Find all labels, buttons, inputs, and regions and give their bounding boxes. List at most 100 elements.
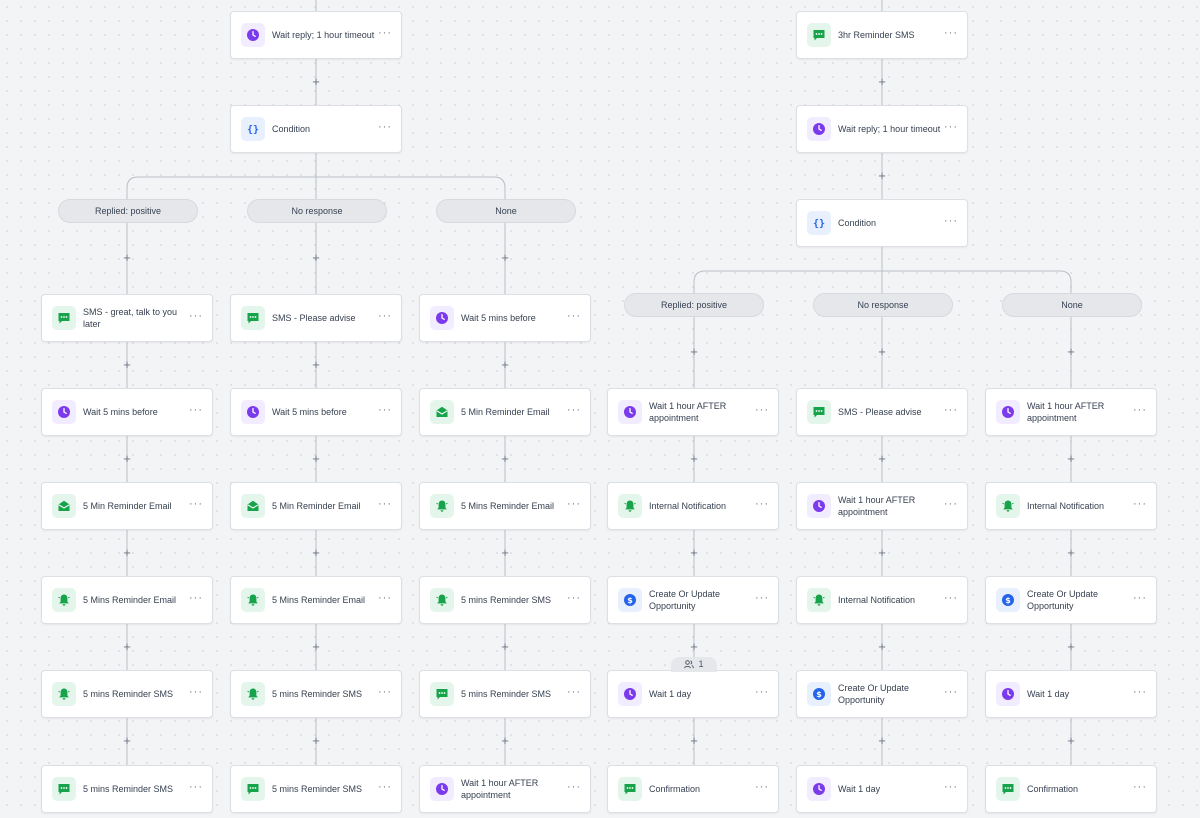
more-options-icon[interactable]: ··· (567, 310, 581, 322)
step-node[interactable]: Wait 1 day··· (796, 765, 968, 813)
more-options-icon[interactable]: ··· (1133, 781, 1147, 793)
step-node[interactable]: SMS - Please advise··· (796, 388, 968, 436)
add-step-button[interactable]: + (312, 74, 320, 89)
step-node[interactable]: Internal Notification··· (796, 576, 968, 624)
add-step-button[interactable]: + (123, 357, 131, 372)
more-options-icon[interactable]: ··· (567, 404, 581, 416)
add-step-button[interactable]: + (123, 451, 131, 466)
step-node[interactable]: 5 Mins Reminder Email··· (41, 576, 213, 624)
add-step-button[interactable]: + (123, 250, 131, 265)
more-options-icon[interactable]: ··· (944, 781, 958, 793)
more-options-icon[interactable]: ··· (567, 498, 581, 510)
more-options-icon[interactable]: ··· (944, 215, 958, 227)
more-options-icon[interactable]: ··· (189, 310, 203, 322)
step-node[interactable]: 5 mins Reminder SMS··· (419, 576, 591, 624)
step-node[interactable]: $Create Or Update Opportunity··· (796, 670, 968, 718)
branch-label-none[interactable]: None (1002, 293, 1142, 317)
more-options-icon[interactable]: ··· (944, 27, 958, 39)
step-node[interactable]: SMS - Please advise··· (230, 294, 402, 342)
more-options-icon[interactable]: ··· (189, 592, 203, 604)
more-options-icon[interactable]: ··· (755, 592, 769, 604)
more-options-icon[interactable]: ··· (567, 686, 581, 698)
add-step-button[interactable]: + (501, 357, 509, 372)
condition-node[interactable]: {} Condition ··· (230, 105, 402, 153)
more-options-icon[interactable]: ··· (567, 781, 581, 793)
add-step-button[interactable]: + (1067, 733, 1075, 748)
add-step-button[interactable]: + (1067, 451, 1075, 466)
more-options-icon[interactable]: ··· (378, 498, 392, 510)
add-step-button[interactable]: + (312, 250, 320, 265)
step-node[interactable]: Internal Notification··· (607, 482, 779, 530)
add-step-button[interactable]: + (312, 733, 320, 748)
add-step-button[interactable]: + (690, 451, 698, 466)
add-step-button[interactable]: + (312, 639, 320, 654)
more-options-icon[interactable]: ··· (378, 404, 392, 416)
more-options-icon[interactable]: ··· (378, 781, 392, 793)
more-options-icon[interactable]: ··· (378, 592, 392, 604)
more-options-icon[interactable]: ··· (944, 498, 958, 510)
step-node[interactable]: Confirmation··· (607, 765, 779, 813)
add-step-button[interactable]: + (312, 451, 320, 466)
step-node[interactable]: SMS - great, talk to you later··· (41, 294, 213, 342)
sms-node[interactable]: 3hr Reminder SMS ··· (796, 11, 968, 59)
more-options-icon[interactable]: ··· (755, 686, 769, 698)
step-node[interactable]: 5 Min Reminder Email··· (419, 388, 591, 436)
step-node[interactable]: Confirmation··· (985, 765, 1157, 813)
step-node[interactable]: 5 Min Reminder Email··· (230, 482, 402, 530)
add-step-button[interactable]: + (501, 639, 509, 654)
add-step-button[interactable]: + (878, 639, 886, 654)
add-step-button[interactable]: + (312, 357, 320, 372)
step-node[interactable]: $Create Or Update Opportunity··· (607, 576, 779, 624)
add-step-button[interactable]: + (123, 639, 131, 654)
add-step-button[interactable]: + (501, 451, 509, 466)
add-step-button[interactable]: + (690, 344, 698, 359)
branch-label-none[interactable]: None (436, 199, 576, 223)
add-step-button[interactable]: + (878, 74, 886, 89)
step-node[interactable]: 5 mins Reminder SMS··· (230, 670, 402, 718)
more-options-icon[interactable]: ··· (944, 686, 958, 698)
add-step-button[interactable]: + (1067, 639, 1075, 654)
step-node[interactable]: 5 Mins Reminder Email··· (230, 576, 402, 624)
add-step-button[interactable]: + (123, 545, 131, 560)
more-options-icon[interactable]: ··· (567, 592, 581, 604)
step-node[interactable]: Wait 1 hour AFTER appointment··· (796, 482, 968, 530)
more-options-icon[interactable]: ··· (189, 781, 203, 793)
more-options-icon[interactable]: ··· (189, 686, 203, 698)
add-step-button[interactable]: + (690, 733, 698, 748)
step-node[interactable]: 5 mins Reminder SMS··· (230, 765, 402, 813)
add-step-button[interactable]: + (878, 545, 886, 560)
add-step-button[interactable]: + (501, 733, 509, 748)
add-step-button[interactable]: + (878, 733, 886, 748)
step-node[interactable]: Internal Notification··· (985, 482, 1157, 530)
more-options-icon[interactable]: ··· (944, 404, 958, 416)
more-options-icon[interactable]: ··· (378, 686, 392, 698)
step-node[interactable]: 5 Mins Reminder Email··· (419, 482, 591, 530)
more-options-icon[interactable]: ··· (1133, 592, 1147, 604)
add-step-button[interactable]: + (1067, 545, 1075, 560)
step-node[interactable]: 5 Min Reminder Email··· (41, 482, 213, 530)
add-step-button[interactable]: + (1067, 344, 1075, 359)
more-options-icon[interactable]: ··· (378, 310, 392, 322)
step-node[interactable]: Wait 5 mins before··· (41, 388, 213, 436)
more-options-icon[interactable]: ··· (1133, 404, 1147, 416)
more-options-icon[interactable]: ··· (189, 498, 203, 510)
more-options-icon[interactable]: ··· (378, 27, 392, 39)
branch-label-no-response[interactable]: No response (813, 293, 953, 317)
more-options-icon[interactable]: ··· (378, 121, 392, 133)
step-node[interactable]: $Create Or Update Opportunity··· (985, 576, 1157, 624)
step-node[interactable]: 5 mins Reminder SMS··· (419, 670, 591, 718)
branch-label-no-response[interactable]: No response (247, 199, 387, 223)
wait-reply-node[interactable]: Wait reply; 1 hour timeout ··· (230, 11, 402, 59)
step-node[interactable]: Wait 1 hour AFTER appointment··· (985, 388, 1157, 436)
branch-label-replied-positive[interactable]: Replied: positive (624, 293, 764, 317)
step-node[interactable]: 5 mins Reminder SMS··· (41, 765, 213, 813)
contact-count-badge[interactable]: 1 (671, 657, 717, 672)
add-step-button[interactable]: + (312, 545, 320, 560)
add-step-button[interactable]: + (501, 545, 509, 560)
condition-node[interactable]: {} Condition ··· (796, 199, 968, 247)
step-node[interactable]: Wait 1 day··· (607, 670, 779, 718)
step-node[interactable]: Wait 1 hour AFTER appointment··· (419, 765, 591, 813)
more-options-icon[interactable]: ··· (1133, 498, 1147, 510)
step-node[interactable]: Wait 1 hour AFTER appointment··· (607, 388, 779, 436)
